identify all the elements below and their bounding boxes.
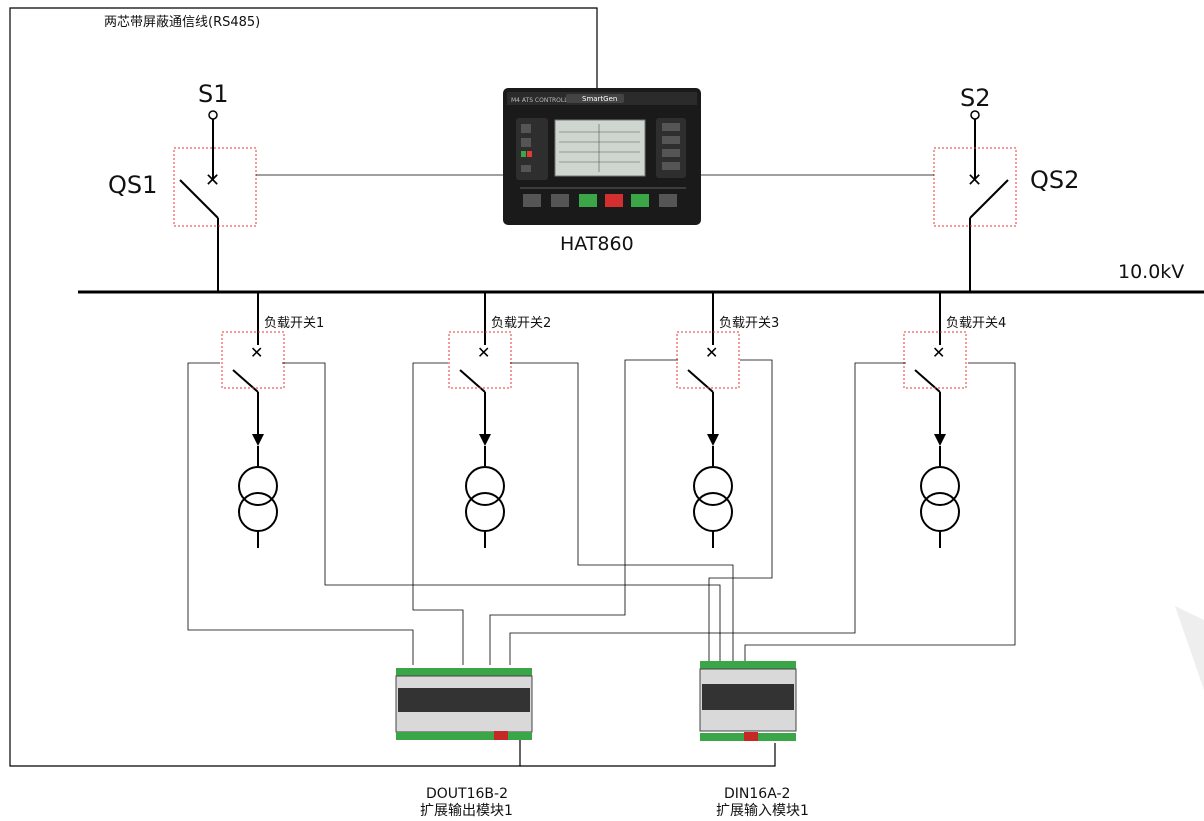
load-switch-label: 负载开关2 xyxy=(491,316,551,331)
load-switch-label: 负载开关4 xyxy=(946,316,1006,331)
controller-btn-5 xyxy=(631,194,649,207)
controller-btn-4 xyxy=(605,194,623,207)
transformer-secondary-icon xyxy=(693,492,733,532)
source-2-label: S2 xyxy=(960,84,991,112)
controller-name: HAT860 xyxy=(560,233,634,255)
source-2: S2 ✕ QS2 xyxy=(933,84,1079,292)
load-switch-box xyxy=(448,331,512,389)
breaker-qs2-label: QS2 xyxy=(1030,166,1079,194)
controller-screen xyxy=(554,119,646,177)
breaker-qs1-cross: ✕ xyxy=(205,170,220,191)
transformer-primary-icon xyxy=(238,466,278,506)
module-din-desc: 扩展输入模块1 xyxy=(716,803,809,819)
load-feeder-2: ✕负载开关2 xyxy=(448,292,551,548)
module-din-model: DIN16A-2 xyxy=(724,786,790,802)
load-switch-label: 负载开关1 xyxy=(264,316,324,331)
module-dout16b: DOUT16B-2 扩展输出模块1 xyxy=(395,668,533,819)
transformer-secondary-icon xyxy=(238,492,278,532)
load-switch-cross-icon: ✕ xyxy=(932,343,945,362)
load-feeder-1: ✕负载开关1 xyxy=(221,292,324,548)
edge-decoration xyxy=(1175,606,1204,690)
controller-btn-6 xyxy=(659,194,677,207)
transformer-primary-icon xyxy=(465,466,505,506)
breaker-qs2-box xyxy=(933,147,1017,227)
controller-hat860: M4 ATS CONTROLLER SmartGen HAT860 xyxy=(503,88,701,255)
module-dout-desc: 扩展输出模块1 xyxy=(420,803,513,819)
controller-btn-1 xyxy=(523,194,541,207)
load-feeder-4: ✕负载开关4 xyxy=(903,292,1006,548)
controller-btn-2 xyxy=(551,194,569,207)
transformer-primary-icon xyxy=(693,466,733,506)
module-dout-model: DOUT16B-2 xyxy=(426,786,508,802)
controller-brand: SmartGen xyxy=(582,95,617,103)
load-switch-box xyxy=(903,331,967,389)
control-wiring xyxy=(187,359,1016,665)
breaker-qs1-box xyxy=(173,147,257,227)
source-1: S1 ✕ QS1 xyxy=(108,80,257,292)
source-1-terminal xyxy=(208,110,218,120)
load-switch-cross-icon: ✕ xyxy=(477,343,490,362)
transformer-secondary-icon xyxy=(920,492,960,532)
transformer-primary-icon xyxy=(920,466,960,506)
load-switch-label: 负载开关3 xyxy=(719,316,779,331)
rs485-title: 两芯带屏蔽通信线(RS485) xyxy=(104,15,260,30)
load-feeder-3: ✕负载开关3 xyxy=(676,292,779,548)
module-din16a: DIN16A-2 扩展输入模块1 xyxy=(699,661,809,819)
rs485-line xyxy=(9,7,598,767)
transformer-secondary-icon xyxy=(465,492,505,532)
source-1-label: S1 xyxy=(198,80,229,108)
breaker-qs1-label: QS1 xyxy=(108,171,157,199)
busbar-voltage: 10.0kV xyxy=(1118,261,1184,283)
rs485-line-din xyxy=(520,743,776,767)
load-switch-cross-icon: ✕ xyxy=(705,343,718,362)
load-switch-box xyxy=(221,331,285,389)
load-switch-cross-icon: ✕ xyxy=(250,343,263,362)
controller-subtitle: M4 ATS CONTROLLER xyxy=(511,97,576,104)
controller-btn-3 xyxy=(579,194,597,207)
breaker-qs2-cross: ✕ xyxy=(967,170,982,191)
source-2-terminal xyxy=(970,110,980,120)
